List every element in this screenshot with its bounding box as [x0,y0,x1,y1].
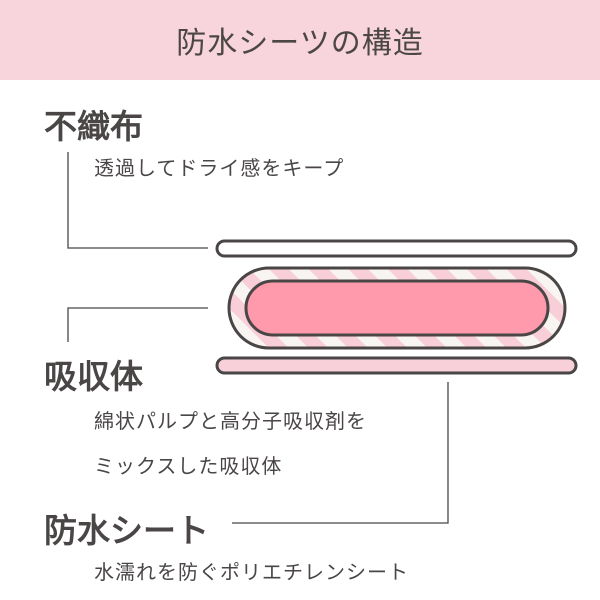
connector-waterproof [232,382,449,524]
connector-nonwoven [67,152,208,249]
waterproof-layer-shape [215,356,578,375]
label-waterproof: 防水シート [44,511,209,550]
page-title: 防水シーツの構造 [176,26,424,61]
desc-absorber-line2: ミックスした吸収体 [94,454,283,478]
nonwoven-layer-shape [215,239,578,258]
desc-waterproof: 水濡れを防ぐポリエチレンシート [94,560,409,584]
desc-nonwoven: 透過してドライ感をキープ [94,156,345,180]
absorber-core-shape [244,279,550,337]
label-absorber: 吸収体 [44,357,143,396]
label-nonwoven: 不織布 [44,107,143,146]
desc-absorber-line1: 綿状パルプと高分子吸収剤を [94,409,367,433]
header-banner: 防水シーツの構造 [0,0,600,80]
connector-absorber [67,307,208,342]
